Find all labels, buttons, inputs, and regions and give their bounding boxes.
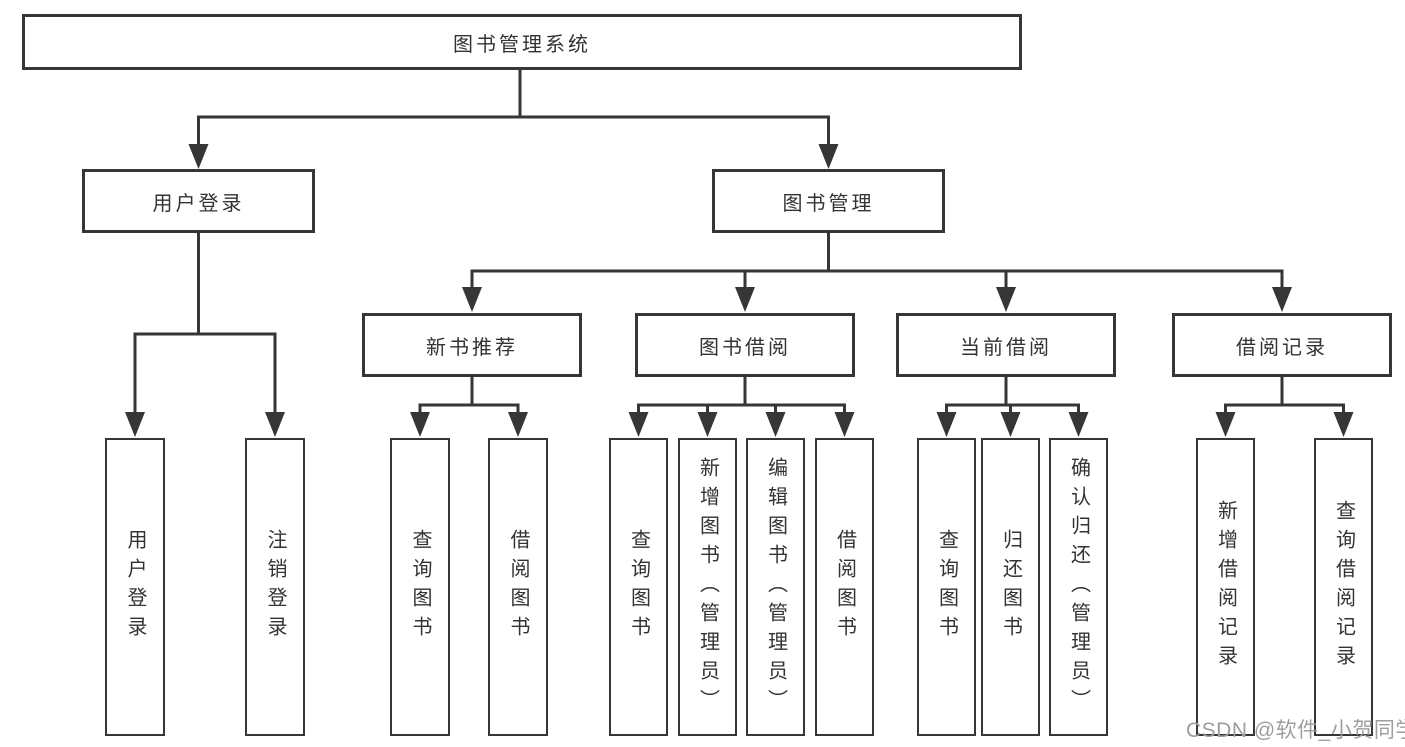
leaf-query-books-current: 查询图书	[917, 438, 976, 736]
leaf-user-login: 用户登录	[105, 438, 165, 736]
leaf-add-book-admin: 新增图书（管理员）	[678, 438, 737, 736]
leaf-query-books-borrowing: 查询图书	[609, 438, 668, 736]
node-user-login-label: 用户登录	[152, 192, 245, 215]
leaf-borrow-books: 借阅图书	[815, 438, 874, 736]
leaf-query-books-recommend-label: 查询图书	[409, 529, 431, 645]
leaf-query-borrow-record-label: 查询借阅记录	[1332, 500, 1355, 674]
leaf-query-books-recommend: 查询图书	[390, 438, 450, 736]
leaf-borrow-books-recommend: 借阅图书	[488, 438, 548, 736]
node-book-borrowing-label: 图书借阅	[699, 336, 791, 359]
leaf-confirm-return-admin-label: 确认归还（管理员）	[1067, 456, 1090, 718]
leaf-confirm-return-admin: 确认归还（管理员）	[1049, 438, 1108, 736]
node-root-label: 图书管理系统	[453, 33, 591, 56]
leaf-logout-label: 注销登录	[264, 529, 286, 645]
node-current-borrowing-label: 当前借阅	[960, 336, 1052, 359]
node-borrowing-records: 借阅记录	[1172, 313, 1392, 377]
leaf-borrow-books-label: 借阅图书	[833, 529, 856, 645]
leaf-query-books-borrowing-label: 查询图书	[627, 529, 650, 645]
leaf-return-book-label: 归还图书	[999, 529, 1022, 645]
arrowheads	[125, 144, 1354, 437]
csdn-watermark: CSDN @软件_小贺同学	[1186, 719, 1405, 742]
leaf-user-login-label: 用户登录	[124, 529, 146, 645]
leaf-return-book: 归还图书	[981, 438, 1040, 736]
leaf-add-borrow-record-label: 新增借阅记录	[1214, 500, 1237, 674]
leaf-edit-book-admin: 编辑图书（管理员）	[746, 438, 805, 736]
leaf-add-borrow-record: 新增借阅记录	[1196, 438, 1255, 736]
leaf-query-books-current-label: 查询图书	[935, 529, 958, 645]
leaf-borrow-books-recommend-label: 借阅图书	[507, 529, 529, 645]
node-borrowing-records-label: 借阅记录	[1236, 336, 1328, 359]
node-new-book-recommendation: 新书推荐	[362, 313, 582, 377]
node-book-borrowing: 图书借阅	[635, 313, 855, 377]
leaf-add-book-admin-label: 新增图书（管理员）	[696, 456, 719, 718]
node-new-book-recommendation-label: 新书推荐	[426, 336, 518, 359]
leaf-edit-book-admin-label: 编辑图书（管理员）	[764, 456, 787, 718]
leaf-query-borrow-record: 查询借阅记录	[1314, 438, 1373, 736]
node-user-login: 用户登录	[82, 169, 315, 233]
leaf-logout: 注销登录	[245, 438, 305, 736]
node-current-borrowing: 当前借阅	[896, 313, 1116, 377]
node-book-management-label: 图书管理	[782, 192, 875, 215]
node-book-management: 图书管理	[712, 169, 945, 233]
node-root: 图书管理系统	[22, 14, 1022, 70]
